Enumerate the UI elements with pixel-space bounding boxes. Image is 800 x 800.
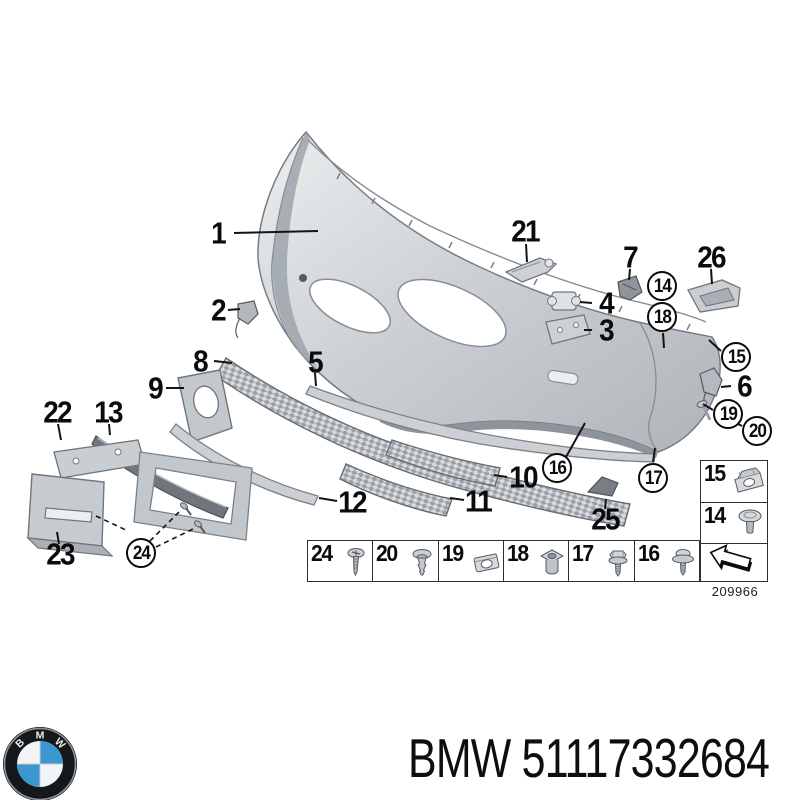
part-6-corner-bracket [696, 367, 723, 421]
callout-21: 21 [511, 213, 540, 249]
license-plate-mount-frame [133, 451, 253, 541]
callout-26: 26 [697, 239, 726, 275]
callout-23: 23 [46, 536, 75, 572]
part-23-license-plate-base [26, 473, 114, 557]
bmw-logo-letter-m: M [36, 730, 45, 742]
fastener-legend-box: 15 14 [700, 460, 768, 582]
speed-nut-icon [734, 467, 764, 493]
clip-nut-icon [473, 553, 500, 573]
callout-10: 10 [509, 459, 538, 495]
callout-circled-17: 17 [638, 463, 668, 493]
callout-circled-16-label: 16 [548, 457, 567, 479]
part-11-open-grille [339, 463, 453, 517]
callout-circled-15-label: 15 [727, 346, 746, 368]
fastener-box-cell-14-label: 14 [704, 502, 726, 528]
expansion-rivet-icon [412, 549, 432, 576]
fastener-cell-18: 18 [504, 540, 570, 581]
fastener-box-cell-15-label: 15 [704, 460, 726, 486]
callout-4: 4 [599, 285, 615, 321]
part-12-trim-strip [169, 423, 319, 506]
direction-arrow-icon [709, 544, 753, 572]
part-24-screws [180, 502, 206, 534]
callout-22: 22 [43, 394, 72, 430]
callout-circled-16: 16 [542, 453, 572, 483]
callout-25: 25 [591, 501, 620, 537]
drawing-number: 209966 [711, 584, 759, 599]
dashed-leader-lines [95, 509, 196, 548]
part-25-support-wedge [586, 476, 619, 497]
fastener-cell-19-label: 19 [441, 540, 464, 566]
fastener-cell-17-label: 17 [572, 540, 594, 566]
callout-6: 6 [737, 368, 753, 404]
callout-2: 2 [211, 292, 227, 328]
callout-5: 5 [308, 344, 324, 380]
part-21-washer-jet-cover [504, 257, 558, 283]
fastener-cell-20-label: 20 [376, 540, 398, 566]
callout-circled-14-label: 14 [653, 275, 672, 297]
part-3-holder [545, 314, 591, 345]
callout-8: 8 [193, 343, 209, 379]
part-9-side-grille [177, 369, 233, 443]
callout-circled-24: 24 [126, 538, 156, 568]
callout-12: 12 [338, 484, 367, 520]
callout-11: 11 [465, 483, 493, 519]
callout-circled-14: 14 [647, 271, 677, 301]
callout-circled-18: 18 [647, 302, 677, 332]
washer-screw-icon [671, 549, 694, 576]
callout-7: 7 [623, 239, 639, 275]
callout-circled-19: 19 [713, 399, 743, 429]
callout-circled-24-label: 24 [132, 542, 151, 564]
fastener-cell-17: 17 [569, 540, 635, 581]
callout-circled-20: 20 [742, 416, 772, 446]
callout-circled-17-label: 17 [644, 467, 663, 489]
fastener-cell-20: 20 [373, 540, 439, 581]
fastener-box-cell-arrow [701, 544, 767, 580]
spacer-bush-icon [540, 549, 565, 575]
callout-9: 9 [148, 370, 164, 406]
pan-head-screw-icon [738, 509, 762, 534]
callout-13: 13 [94, 394, 123, 430]
part-4-holder [547, 291, 581, 311]
fastener-cell-16: 16 [635, 541, 699, 581]
fastener-box-cell-15: 15 [701, 461, 767, 503]
fastener-legend-strip: 24 20 19 [307, 540, 700, 582]
fastener-cell-16-label: 16 [637, 540, 660, 566]
fastener-cell-24-label: 24 [311, 540, 333, 566]
fastener-box-cell-14: 14 [701, 503, 767, 544]
part-8-center-grille [215, 356, 631, 527]
callout-circled-15: 15 [721, 342, 751, 372]
callout-circled-20-label: 20 [748, 420, 767, 442]
part-number-text: BMW 51117332684 [408, 727, 770, 789]
callout-circled-19-label: 19 [719, 403, 738, 425]
part-26-guide-bracket [687, 279, 741, 313]
callout-3: 3 [599, 312, 615, 348]
countersunk-screw-icon [347, 548, 365, 577]
fastener-cell-19: 19 [439, 541, 504, 581]
part-1-bumper-cover [257, 130, 721, 458]
hex-screw-icon [608, 550, 628, 577]
callout-circled-18-label: 18 [653, 306, 672, 328]
fastener-cell-18-label: 18 [506, 540, 529, 566]
part-2-tow-eye-bracket [235, 300, 259, 339]
part-10-open-grille [385, 439, 501, 487]
callout-1: 1 [211, 215, 227, 251]
bmw-logo: B M W [3, 727, 77, 800]
fastener-cell-24: 24 [308, 540, 374, 581]
part-7-bracket [617, 275, 643, 301]
